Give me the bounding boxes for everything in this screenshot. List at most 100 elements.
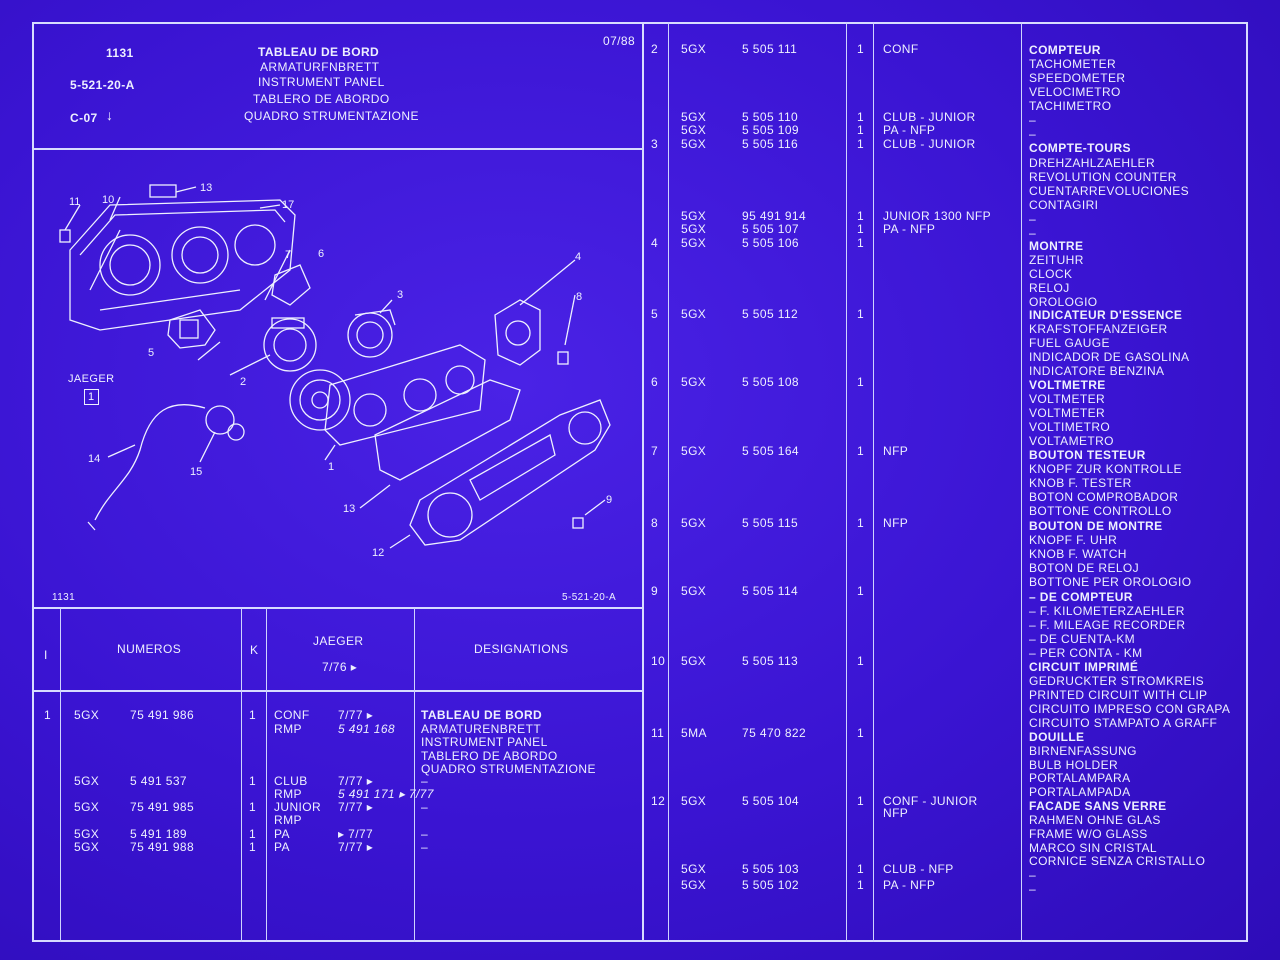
callout-13-top: 13 — [200, 182, 212, 194]
row-application-date: 7/77 ▸ — [338, 800, 374, 814]
row-prefix: 5GX — [681, 222, 707, 236]
col-line — [873, 22, 874, 942]
designation-line: VOLTMETER — [1029, 392, 1106, 406]
row-item-index: 7 — [651, 444, 659, 458]
row-item-index: 10 — [651, 654, 666, 668]
center-divider — [642, 22, 644, 942]
row-part-number: 5 505 111 — [742, 42, 798, 56]
row-application: NFP — [883, 516, 909, 530]
designation-line: PORTALAMPARA — [1029, 771, 1131, 785]
designation-line: BOUTON TESTEUR — [1029, 448, 1146, 462]
row-prefix: 5GX — [681, 123, 707, 137]
row-designation: – — [421, 840, 429, 854]
designation-line: TACHOMETER — [1029, 57, 1117, 71]
row-application: CONF — [274, 708, 310, 722]
row-application: CLUB - JUNIOR — [883, 137, 976, 151]
designation-line: BIRNENFASSUNG — [1029, 744, 1137, 758]
cable-14 — [87, 404, 206, 531]
row-designation: QUADRO STRUMENTAZIONE — [421, 762, 596, 777]
bulb-9 — [572, 517, 584, 529]
col-header-designations: DESIGNATIONS — [474, 642, 569, 656]
row-part-number: 5 505 102 — [742, 878, 799, 892]
row-application: NFP — [883, 444, 909, 458]
callout-1: 1 — [328, 461, 334, 473]
row-prefix: 5GX — [681, 110, 707, 124]
callout-14: 14 — [88, 453, 100, 465]
row-prefix: 5GX — [681, 137, 707, 151]
row-quantity: 1 — [857, 584, 865, 598]
designation-line: CLOCK — [1029, 267, 1073, 281]
designation-line: – DE CUENTA-KM — [1029, 632, 1136, 646]
row-part-number: 5 491 537 — [130, 774, 187, 788]
designation-line: CUENTARREVOLUCIONES — [1029, 184, 1190, 198]
col-header-jaeger-date: 7/76 ▸ — [322, 660, 358, 674]
col-header-i: I — [44, 648, 48, 662]
diagram-footer-right: 5-521-20-A — [562, 592, 617, 603]
facade-12 — [409, 399, 611, 546]
row-quantity: 1 — [249, 708, 257, 722]
designation-line: BULB HOLDER — [1029, 758, 1119, 772]
row-prefix: 5GX — [681, 878, 707, 892]
row-item-index: 8 — [651, 516, 659, 530]
row-part-number: 5 505 103 — [742, 862, 799, 876]
catalog-ref: 5-521-20-A — [70, 78, 135, 92]
row-application: CLUB — [274, 774, 308, 788]
row-quantity: 1 — [857, 375, 865, 389]
title-it: QUADRO STRUMENTAZIONE — [244, 109, 419, 123]
row-application: RMP — [274, 722, 302, 736]
row-designation: ARMATURENBRETT — [421, 721, 542, 736]
row-part-number: 75 491 988 — [130, 840, 195, 854]
instrument-housing — [69, 199, 296, 331]
designation-line: DREHZAHLZAEHLER — [1029, 156, 1156, 170]
diagram-divider — [32, 607, 642, 609]
row-part-number: 5 505 116 — [742, 137, 799, 151]
designation-line: OROLOGIO — [1029, 295, 1098, 309]
callout-12: 12 — [372, 547, 384, 559]
designation-line: – F. KILOMETERZAEHLER — [1029, 604, 1185, 618]
row-application: PA — [274, 827, 290, 841]
callout-13: 13 — [343, 503, 355, 515]
row-part-number: 5 505 115 — [742, 516, 799, 530]
revision-date: 07/88 — [603, 34, 636, 48]
designation-line: CIRCUITO STAMPATO A GRAFF — [1029, 716, 1218, 730]
designation-line: BOTON DE RELOJ — [1029, 561, 1140, 575]
row-quantity: 1 — [857, 209, 865, 223]
title-fr: TABLEAU DE BORD — [258, 45, 380, 59]
row-prefix: 5GX — [681, 209, 707, 223]
designation-line: RELOJ — [1029, 281, 1070, 295]
designation-line: GEDRUCKTER STROMKREIS — [1029, 674, 1205, 688]
row-application-date: 5 491 168 — [338, 722, 395, 736]
row-prefix: 5GX — [681, 236, 707, 250]
row-quantity: 1 — [249, 827, 257, 841]
designation-line: VOLTIMETRO — [1029, 420, 1111, 434]
row-item-index: 6 — [651, 375, 659, 389]
designation-line: KRAFSTOFFANZEIGER — [1029, 322, 1168, 336]
designation-line: – DE COMPTEUR — [1029, 590, 1133, 604]
col-line — [60, 608, 61, 942]
row-prefix: 5GX — [681, 584, 707, 598]
designation-line: – PER CONTA - KM — [1029, 646, 1143, 660]
row-part-number: 5 505 104 — [742, 794, 799, 808]
designation-line: COMPTEUR — [1029, 43, 1101, 57]
callout-11: 11 — [69, 196, 80, 208]
down-arrow-icon: ↓ — [106, 107, 114, 123]
row-application-date: ▸ 7/77 — [338, 827, 374, 841]
row-application: PA - NFP — [883, 123, 936, 137]
designation-line: CORNICE SENZA CRISTALLO — [1029, 854, 1206, 868]
knob-6 — [271, 264, 311, 306]
designation-line: MARCO SIN CRISTAL — [1029, 841, 1157, 855]
callout-15: 15 — [190, 466, 202, 478]
designation-line: – — [1029, 113, 1037, 127]
col-header-numeros: NUMEROS — [117, 642, 182, 656]
designation-line: – — [1029, 882, 1037, 896]
callout-17: 17 — [282, 199, 294, 211]
callout-3: 3 — [397, 289, 403, 301]
designation-line: DOUILLE — [1029, 730, 1085, 744]
designation-line: CONTAGIRI — [1029, 198, 1099, 212]
gauge-4 — [494, 299, 541, 366]
diagram-footer-left: 1131 — [52, 592, 76, 603]
designation-line: VOLTMETRE — [1029, 378, 1106, 392]
row-prefix: 5GX — [74, 800, 100, 814]
designation-line: VOLTMETER — [1029, 406, 1106, 420]
